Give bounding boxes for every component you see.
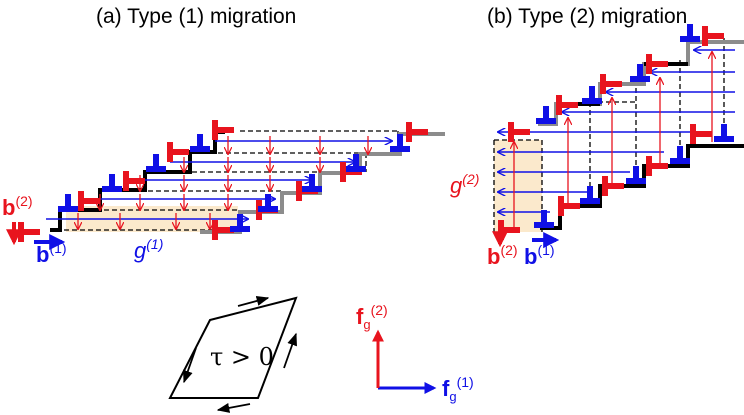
panel-a-diagram (6, 120, 445, 250)
shear-sketch (168, 296, 298, 413)
panel-b-title: (b) Type (2) migration (487, 5, 688, 28)
type1-arrows-b (498, 50, 735, 212)
force-axes (372, 329, 437, 394)
fg2-label: fg(2) (356, 302, 388, 332)
panel-b-diagram (492, 24, 744, 248)
shear-arrow-top (237, 296, 270, 307)
lower-staircase (540, 144, 744, 230)
type1-dislocations-b (534, 24, 734, 228)
type2-arrows-b (514, 52, 712, 230)
g2-label: g(2) (450, 171, 480, 198)
shear-arrow-bottom (216, 402, 251, 413)
b2-label-b: b(2) (487, 242, 518, 269)
b2-label-a: b(2) (2, 193, 33, 220)
fg1-label: fg(1) (442, 374, 474, 404)
g2-region (494, 140, 542, 232)
type1-dislocations-a (58, 134, 410, 232)
tau-label: τ > 0 (210, 343, 274, 371)
shear-arrow-right (283, 332, 297, 369)
type1-arrows-a (46, 141, 392, 219)
panel-a-title: (a) Type (1) migration (96, 5, 297, 28)
type2-arrows-a (78, 136, 368, 229)
shear-arrow-left (183, 347, 197, 384)
b1-label-b: b(1) (524, 242, 555, 269)
g1-label: g(1) (134, 236, 164, 263)
type2-dislocations-b (498, 26, 724, 240)
b1-label-a: b(1) (36, 240, 67, 267)
